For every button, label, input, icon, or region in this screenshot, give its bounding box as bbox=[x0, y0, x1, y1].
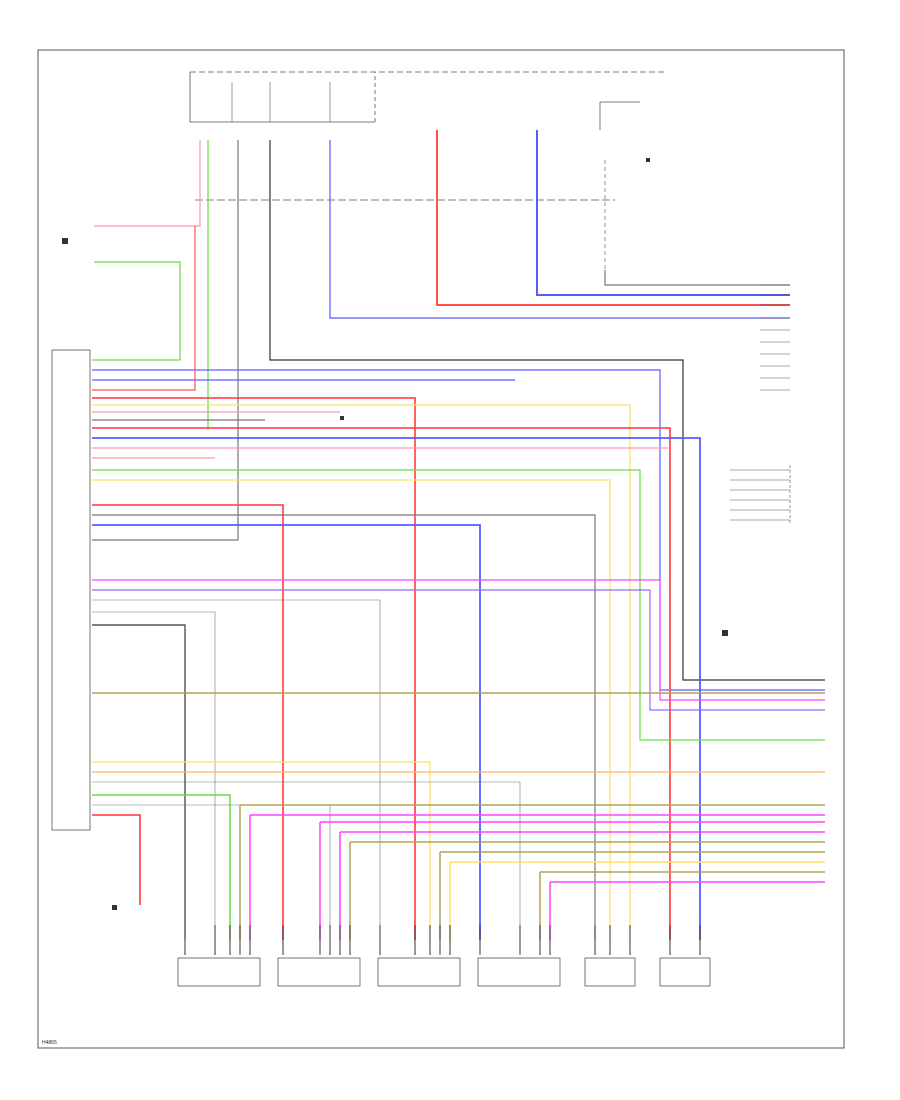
bottom-connector-pins bbox=[184, 925, 701, 955]
vertical-feeds bbox=[92, 130, 825, 681]
component-box-1 bbox=[177, 957, 261, 987]
component-box-4 bbox=[477, 957, 561, 987]
fuse-box-top bbox=[189, 71, 665, 270]
component-box-5 bbox=[584, 957, 636, 987]
footer-label: H4865 bbox=[42, 1040, 57, 1046]
right-connector-top bbox=[730, 284, 791, 525]
module-wires bbox=[92, 226, 825, 940]
component-box-2 bbox=[277, 957, 361, 987]
ground-symbols bbox=[62, 158, 728, 910]
left-control-module bbox=[51, 349, 91, 831]
component-box-6 bbox=[659, 957, 711, 987]
diagram-frame bbox=[37, 49, 845, 1049]
lower-bus-wires bbox=[239, 804, 825, 940]
bottom-components bbox=[177, 957, 711, 987]
component-box-3 bbox=[377, 957, 461, 987]
